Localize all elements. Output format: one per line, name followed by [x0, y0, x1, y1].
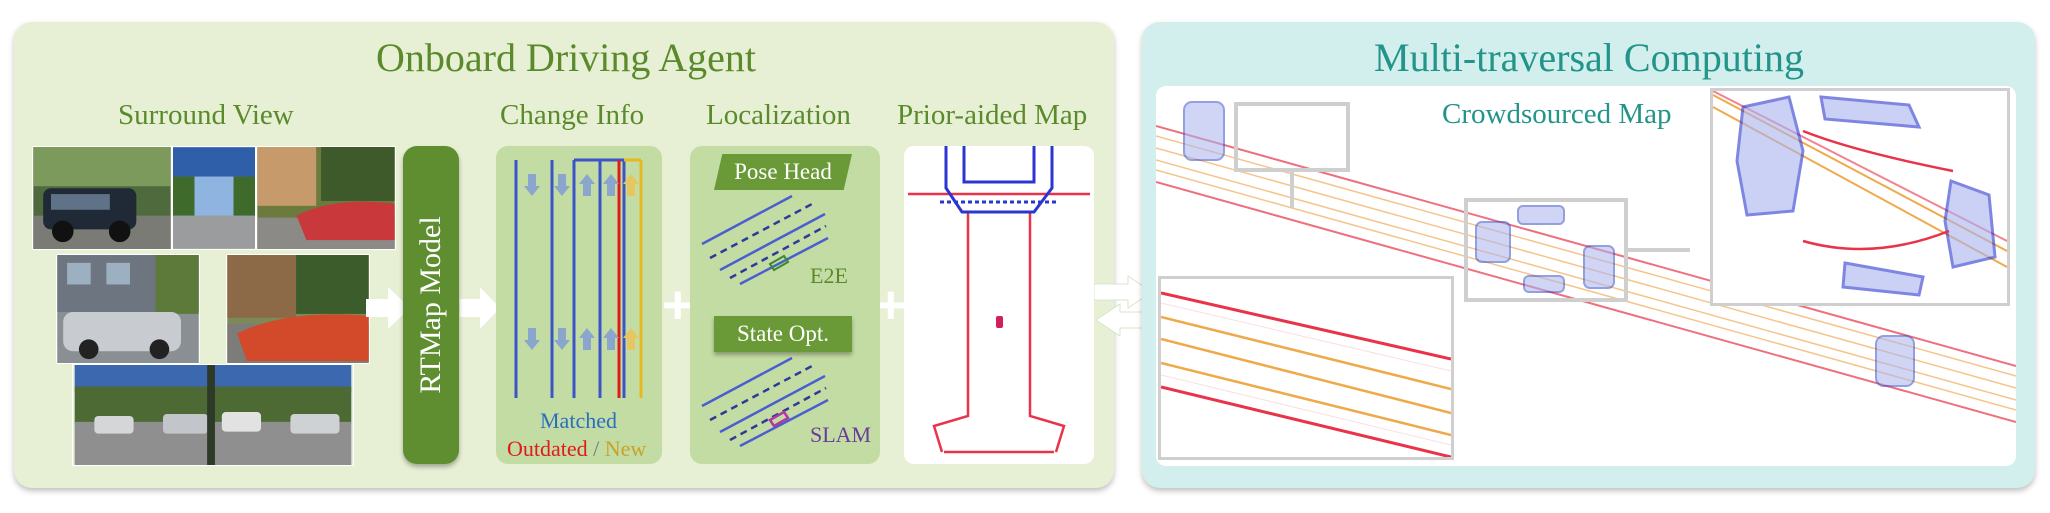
camera-front-image: [172, 146, 256, 250]
change-info-lanes-diagram: [514, 158, 643, 398]
plus-icon: +: [662, 275, 694, 335]
camera-right-image: [226, 254, 370, 364]
zoom-inset-road-diagram: [1161, 291, 1451, 457]
camera-front-left-image: [32, 146, 172, 250]
slam-label: SLAM: [810, 422, 872, 447]
arrow-right-icon: [366, 287, 410, 329]
new-label: New: [604, 436, 647, 461]
arrow-right-icon: [460, 287, 500, 329]
zoom-inset-road: [1158, 276, 1454, 460]
camera-left-image: [56, 254, 200, 364]
camera-front-right-image: [256, 146, 396, 250]
matched-label: Matched: [540, 408, 617, 433]
change-info-title: Change Info: [500, 99, 645, 131]
e2e-label: E2E: [810, 263, 848, 288]
prior-aided-map-card: [904, 146, 1094, 464]
legend-separator: /: [587, 436, 605, 461]
change-info-card: [496, 146, 662, 464]
multi-traversal-computing-title: Multi-traversal Computing: [1374, 35, 1804, 80]
camera-rear-image: [72, 364, 354, 466]
plus-icon: +: [875, 275, 907, 335]
zoom-inset-intersection-diagram: [1713, 91, 2007, 297]
prior-aided-map-title: Prior-aided Map: [897, 99, 1088, 131]
rtmap-model-block: RTMap Model: [403, 146, 459, 464]
surround-view-title: Surround View: [118, 99, 294, 131]
slam-localization-diagram: [701, 356, 829, 448]
rtmap-model-label: RTMap Model: [414, 216, 447, 394]
prior-aided-map-diagram: [908, 146, 1090, 454]
outdated-label: Outdated: [507, 436, 588, 461]
state-opt-tag: State Opt.: [714, 316, 852, 352]
pose-head-tag: Pose Head: [714, 154, 852, 190]
change-legend: Outdated / New: [507, 436, 646, 462]
onboard-driving-agent-title: Onboard Driving Agent: [376, 35, 756, 80]
localization-title: Localization: [706, 99, 851, 131]
crowdsourced-map-diagram: [1156, 101, 2016, 423]
bidirectional-arrow-icon: [1094, 275, 1154, 337]
e2e-localization-diagram: [701, 194, 829, 286]
crowdsourced-map-title: Crowdsourced Map: [1442, 98, 1672, 130]
